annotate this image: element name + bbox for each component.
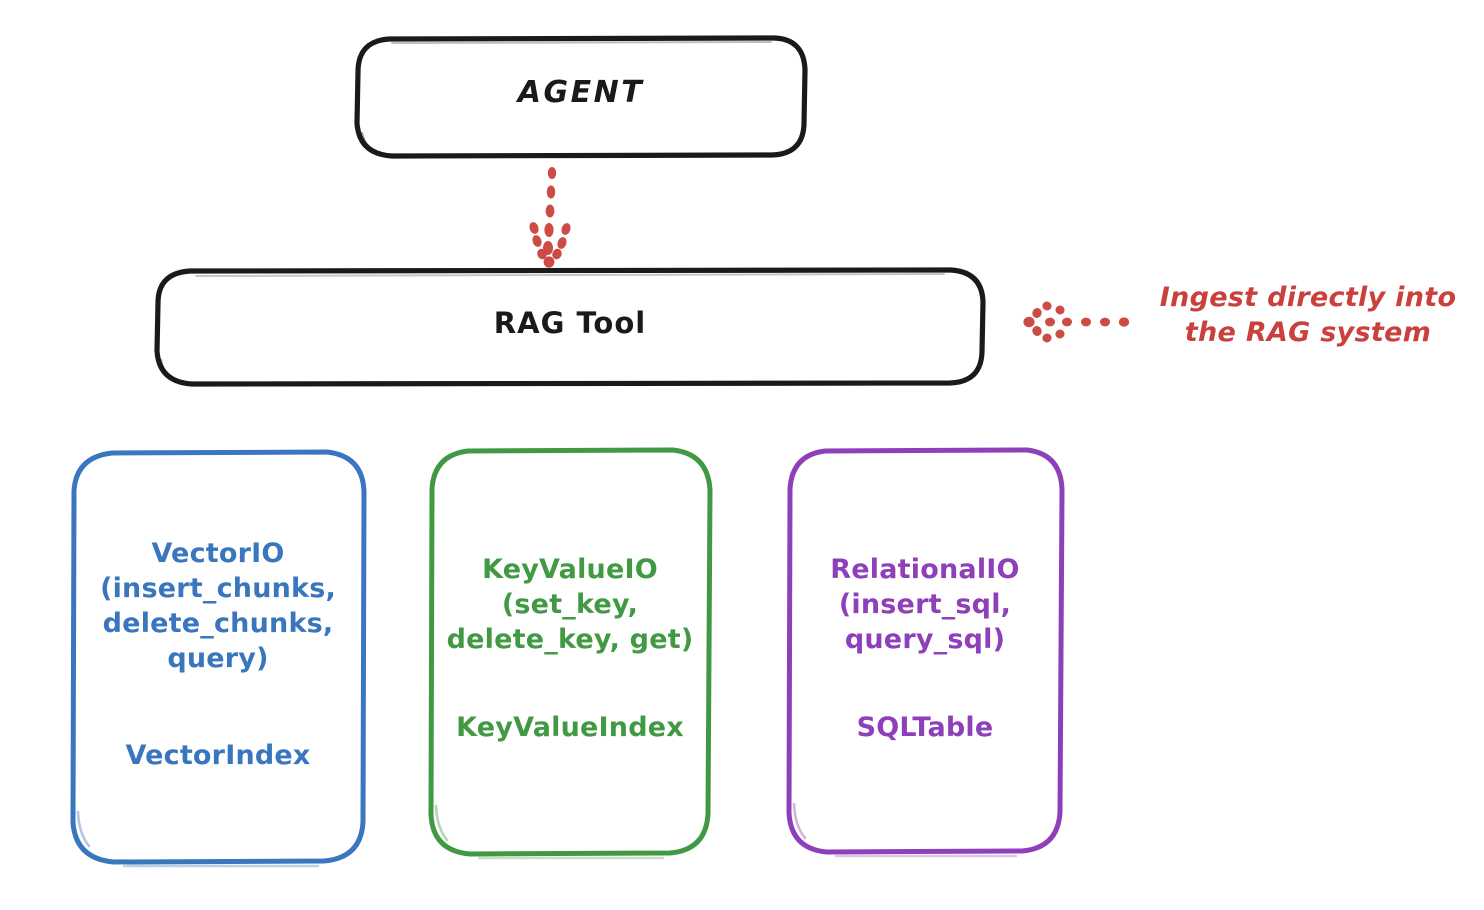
agent-label: AGENT xyxy=(517,75,645,110)
relational-io-subtitle: SQLTable xyxy=(856,712,994,743)
ingest-note-arrow xyxy=(1023,301,1130,343)
vector-io-subtitle: VectorIndex xyxy=(125,740,311,771)
relational-io-title: RelationalIO (insert_sql, query_sql) xyxy=(830,554,1020,656)
ingest-annotation-text: Ingest directly into the RAG system xyxy=(1159,282,1457,349)
agent-to-rag-tool-arrow xyxy=(529,167,571,268)
key-value-io-title: KeyValueIO (set_key, delete_key, get) xyxy=(446,554,694,656)
key-value-io-subtitle: KeyValueIndex xyxy=(456,712,684,743)
vector-io-title: VectorIO (insert_chunks, delete_chunks, … xyxy=(100,538,336,675)
rag-tool-label: RAG Tool xyxy=(493,306,647,340)
